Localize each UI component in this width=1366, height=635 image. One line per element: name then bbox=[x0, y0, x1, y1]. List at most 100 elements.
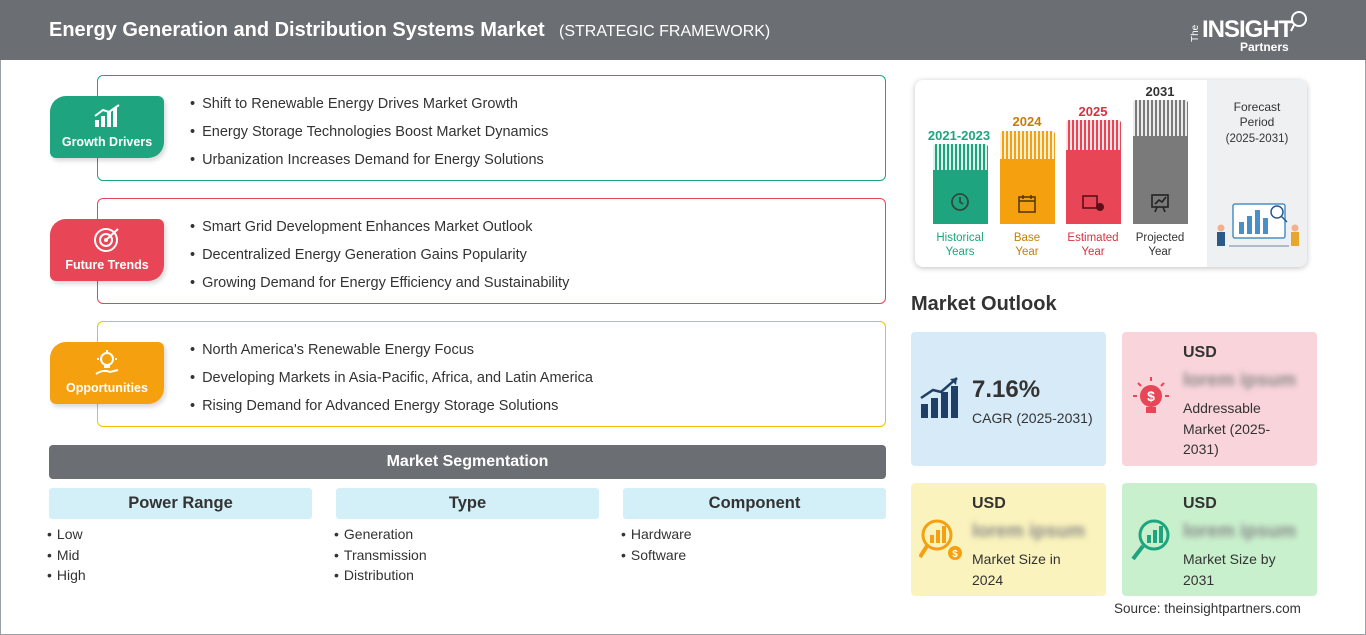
growth-chart-icon bbox=[94, 104, 120, 127]
caption-line: Years bbox=[945, 246, 975, 258]
forecast-range: (2025-2031) bbox=[1225, 133, 1289, 145]
opportunities-badge: Opportunities bbox=[50, 342, 164, 404]
bar-historical bbox=[933, 144, 988, 224]
future-trends-list: Smart Grid Development Enhances Market O… bbox=[190, 217, 569, 301]
usd-label: USD bbox=[1183, 344, 1217, 361]
timeline-card: 2021-2023 Historical Years 2024 Base Yea… bbox=[915, 80, 1307, 267]
addressable-market-card: $ USD lorem ipsum Addressable Market (20… bbox=[1122, 332, 1317, 466]
page-subtitle: (STRATEGIC FRAMEWORK) bbox=[559, 23, 771, 40]
bar-year-base: 2024 bbox=[1012, 114, 1042, 129]
caption-line: Projected bbox=[1135, 232, 1185, 244]
badge-label: Future Trends bbox=[65, 258, 149, 272]
list-item: Rising Demand for Advanced Energy Storag… bbox=[190, 396, 593, 424]
label-line: 2024 bbox=[972, 571, 1004, 588]
list-item: Developing Markets in Asia-Pacific, Afri… bbox=[190, 368, 593, 396]
projection-icon bbox=[1151, 194, 1169, 213]
caption-line: Year bbox=[1015, 246, 1039, 258]
logo-partners: Partners bbox=[1240, 40, 1289, 54]
market-size-2024-value-blurred: lorem ipsum bbox=[972, 521, 1085, 542]
segment-item: Low bbox=[47, 524, 86, 545]
growth-drivers-panel: Shift to Renewable Energy Drives Market … bbox=[97, 75, 886, 181]
header-bar: Energy Generation and Distribution Syste… bbox=[0, 0, 1366, 60]
segment-item: Mid bbox=[47, 545, 86, 566]
list-item: Growing Demand for Energy Efficiency and… bbox=[190, 273, 569, 301]
list-item: Energy Storage Technologies Boost Market… bbox=[190, 122, 548, 150]
growth-drivers-list: Shift to Renewable Energy Drives Market … bbox=[190, 94, 548, 178]
caption-line: Base bbox=[1013, 232, 1041, 244]
caption-line: Estimated bbox=[1067, 232, 1119, 244]
label-line: Market Size in bbox=[972, 551, 1061, 567]
bar-caption-base: Base Year bbox=[992, 231, 1062, 259]
cagr-card: 7.16% CAGR (2025-2031) bbox=[911, 332, 1106, 466]
future-trends-panel: Smart Grid Development Enhances Market O… bbox=[97, 198, 886, 304]
dollar-bulb-icon: $ bbox=[1133, 377, 1169, 413]
caption-line: Year bbox=[1081, 246, 1105, 258]
growth-bars-icon bbox=[920, 377, 958, 418]
segment-item: Generation bbox=[334, 524, 427, 545]
forecast-title-line: Period bbox=[1239, 115, 1275, 129]
source-text[interactable]: Source: theinsightpartners.com bbox=[1114, 601, 1301, 616]
growth-drivers-badge: Growth Drivers bbox=[50, 96, 164, 158]
label-line: Market Size by bbox=[1183, 551, 1276, 567]
segment-list-type: Generation Transmission Distribution bbox=[334, 524, 427, 586]
analytics-people-illustration bbox=[1217, 203, 1299, 247]
market-size-2024-card: $ USD lorem ipsum Market Size in 2024 bbox=[911, 483, 1106, 596]
segment-item: Software bbox=[621, 545, 692, 566]
label-line: 2031) bbox=[1183, 441, 1219, 457]
segment-item: Transmission bbox=[334, 545, 427, 566]
svg-text:$: $ bbox=[952, 549, 958, 560]
market-size-2031-value-blurred: lorem ipsum bbox=[1183, 521, 1296, 542]
bar-caption-estimated: Estimated Year bbox=[1058, 231, 1128, 259]
label-line: 2031 bbox=[1183, 571, 1215, 588]
badge-label: Growth Drivers bbox=[61, 135, 153, 149]
bar-caption-historical: Historical Years bbox=[925, 231, 995, 259]
segment-item: Distribution bbox=[334, 565, 427, 586]
forecast-title-line: Forecast bbox=[1233, 100, 1281, 114]
future-trends-badge: Future Trends bbox=[50, 219, 164, 281]
usd-label: USD bbox=[1183, 495, 1217, 512]
market-size-2031-label: Market Size by 2031 bbox=[1183, 549, 1276, 590]
bar-year-projected: 2031 bbox=[1145, 84, 1175, 99]
magnifier-chart-icon: $ bbox=[919, 519, 962, 560]
magnifier-growth-icon bbox=[1131, 519, 1170, 561]
segment-list-power-range: Low Mid High bbox=[47, 524, 86, 586]
calendar-icon bbox=[1018, 195, 1036, 213]
bar-year-estimated: 2025 bbox=[1078, 104, 1108, 119]
label-line: Addressable bbox=[1183, 400, 1261, 416]
market-size-2024-label: Market Size in 2024 bbox=[972, 549, 1061, 590]
addressable-value-blurred: lorem ipsum bbox=[1183, 370, 1296, 391]
forecast-title: Forecast Period bbox=[1217, 100, 1297, 130]
page-title: Energy Generation and Distribution Syste… bbox=[49, 19, 545, 41]
opportunities-list: North America's Renewable Energy Focus D… bbox=[190, 340, 593, 424]
list-item: North America's Renewable Energy Focus bbox=[190, 340, 593, 368]
opportunities-panel: North America's Renewable Energy Focus D… bbox=[97, 321, 886, 427]
list-item: Smart Grid Development Enhances Market O… bbox=[190, 217, 569, 245]
segment-header-power-range: Power Range bbox=[49, 488, 312, 519]
addressable-label: Addressable Market (2025- 2031) bbox=[1183, 398, 1270, 460]
cagr-value: 7.16% bbox=[972, 376, 1041, 403]
market-outlook-title: Market Outlook bbox=[911, 293, 1057, 315]
svg-text:$: $ bbox=[1147, 388, 1155, 404]
list-item: Decentralized Energy Generation Gains Po… bbox=[190, 245, 569, 273]
badge-label: Opportunities bbox=[66, 381, 148, 395]
magnifier-icon bbox=[1290, 11, 1307, 32]
logo-the: The bbox=[1190, 24, 1201, 42]
insight-partners-logo[interactable]: The INSIGHT Partners bbox=[1190, 10, 1310, 54]
list-item: Shift to Renewable Energy Drives Market … bbox=[190, 94, 548, 122]
label-line: Market (2025- bbox=[1183, 420, 1271, 437]
segment-item: High bbox=[47, 565, 86, 586]
market-size-2031-card: USD lorem ipsum Market Size by 2031 bbox=[1122, 483, 1317, 596]
cagr-label: CAGR (2025-2031) bbox=[972, 410, 1093, 426]
target-icon bbox=[94, 228, 119, 252]
bar-estimated bbox=[1066, 120, 1121, 224]
segment-header-type: Type bbox=[336, 488, 599, 519]
caption-line: Historical bbox=[936, 232, 984, 244]
bar-projected bbox=[1133, 100, 1188, 224]
bar-base bbox=[1000, 131, 1055, 224]
lightbulb-hand-icon bbox=[95, 350, 119, 375]
estimate-icon bbox=[1082, 195, 1104, 211]
caption-line: Year bbox=[1148, 246, 1172, 258]
segmentation-title: Market Segmentation bbox=[49, 445, 886, 479]
segment-header-component: Component bbox=[623, 488, 886, 519]
usd-label: USD bbox=[972, 495, 1006, 512]
